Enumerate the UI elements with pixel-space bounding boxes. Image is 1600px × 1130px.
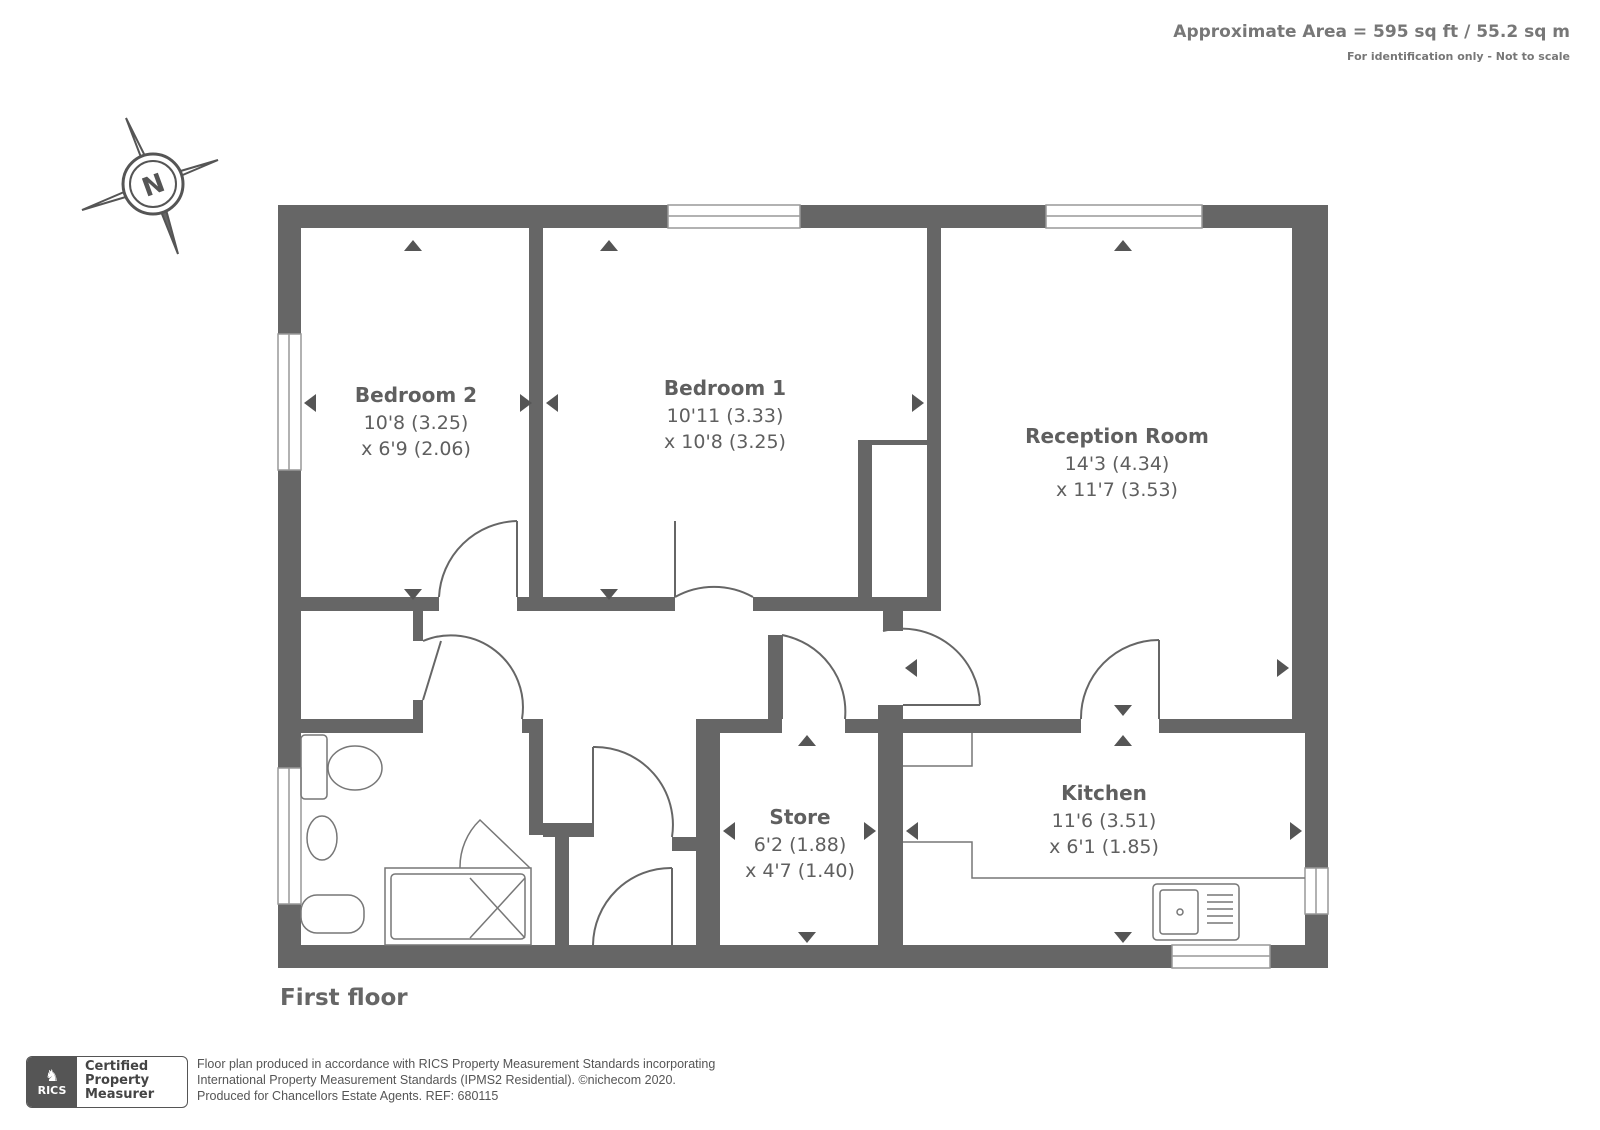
svg-text:Bedroom 2: Bedroom 2 <box>355 383 477 407</box>
floor-label: First floor <box>280 985 408 1011</box>
svg-text:6'2 (1.88): 6'2 (1.88) <box>754 834 847 856</box>
svg-text:10'8 (3.25): 10'8 (3.25) <box>364 412 469 434</box>
kitchen-worktop <box>903 733 1305 941</box>
svg-text:11'6 (3.51): 11'6 (3.51) <box>1052 810 1157 832</box>
svg-text:10'11 (3.33): 10'11 (3.33) <box>667 405 784 427</box>
room-kitchen: Kitchen 11'6 (3.51) x 6'1 (1.85) <box>1049 781 1159 858</box>
compass-icon: N <box>81 117 219 255</box>
svg-text:14'3 (4.34): 14'3 (4.34) <box>1065 453 1170 475</box>
footer-line-2: International Property Measurement Stand… <box>197 1073 676 1087</box>
badge-text: Certified Property Measurer <box>85 1059 155 1102</box>
approximate-area: Approximate Area = 595 sq ft / 55.2 sq m <box>1173 22 1570 42</box>
svg-text:Store: Store <box>769 805 830 829</box>
measurement-arrows <box>304 240 1302 943</box>
room-bedroom-1: Bedroom 1 10'11 (3.33) x 10'8 (3.25) <box>664 376 786 453</box>
footer-text: Floor plan produced in accordance with R… <box>197 1056 715 1104</box>
bathroom-fixtures <box>300 734 532 946</box>
rics-logo-icon: ♞ RICS <box>27 1057 77 1107</box>
sink-icon <box>1152 883 1240 941</box>
header-area: Approximate Area = 595 sq ft / 55.2 sq m… <box>1173 22 1570 63</box>
scale-note: For identification only - Not to scale <box>1347 50 1570 63</box>
room-bedroom-2: Bedroom 2 10'8 (3.25) x 6'9 (2.06) <box>355 383 477 460</box>
svg-text:x 10'8 (3.25): x 10'8 (3.25) <box>664 431 786 453</box>
svg-text:x 6'1 (1.85): x 6'1 (1.85) <box>1049 836 1159 858</box>
footer-line-3: Produced for Chancellors Estate Agents. … <box>197 1089 499 1103</box>
room-store: Store 6'2 (1.88) x 4'7 (1.40) <box>745 805 855 882</box>
windows <box>277 204 1329 969</box>
svg-text:Reception Room: Reception Room <box>1025 424 1209 448</box>
room-reception: Reception Room 14'3 (4.34) x 11'7 (3.53) <box>1025 424 1209 501</box>
svg-text:Kitchen: Kitchen <box>1061 781 1147 805</box>
footer-line-1: Floor plan produced in accordance with R… <box>197 1057 716 1071</box>
doors <box>422 460 1160 946</box>
svg-text:x 11'7 (3.53): x 11'7 (3.53) <box>1056 479 1178 501</box>
svg-text:x 4'7 (1.40): x 4'7 (1.40) <box>745 860 855 882</box>
rics-logo-text: RICS <box>37 1083 67 1097</box>
interior-walls <box>301 228 1305 968</box>
rics-badge: ♞ RICS Certified Property Measurer <box>26 1056 188 1108</box>
svg-text:Bedroom 1: Bedroom 1 <box>664 376 786 400</box>
svg-text:x 6'9 (2.06): x 6'9 (2.06) <box>361 438 471 460</box>
